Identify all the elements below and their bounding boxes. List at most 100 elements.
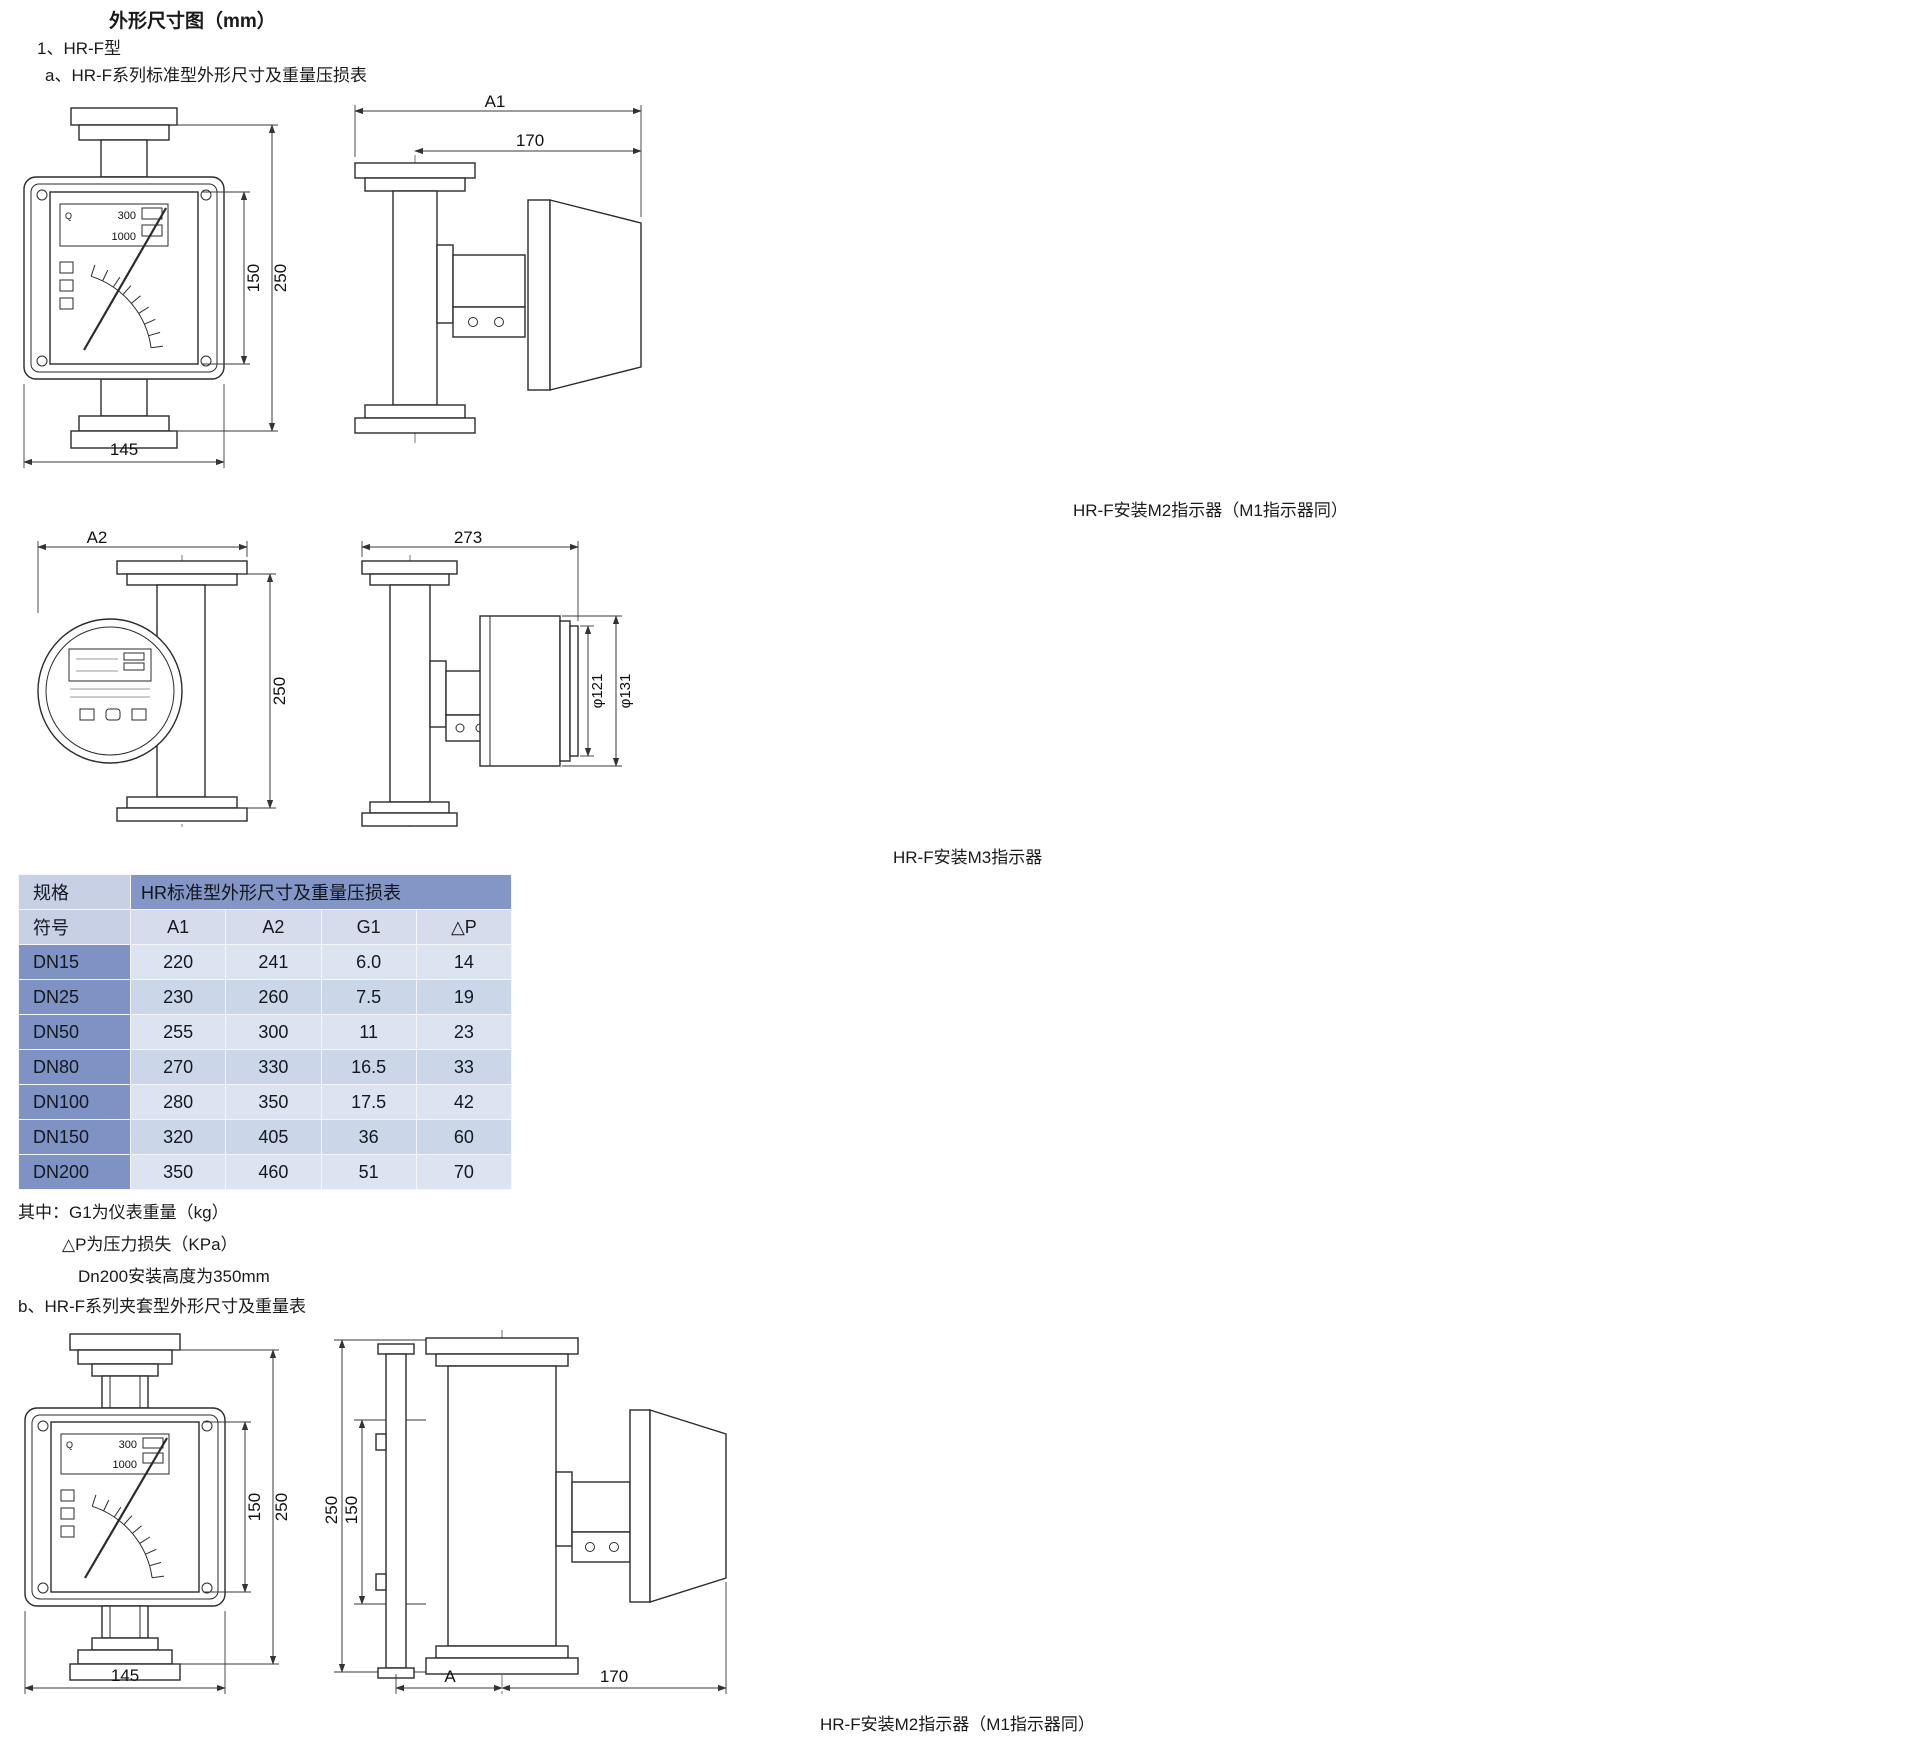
table-col-dp: △P [415, 909, 513, 945]
table-cell: 255 [129, 1014, 227, 1050]
dimension-lines: 273 φ121 φ131 [361, 531, 634, 767]
table-col-a2: A2 [225, 909, 322, 945]
table-cell-spec: DN50 [18, 1014, 131, 1050]
flowmeter-body-outline [23, 107, 225, 449]
dim-label-250: 250 [272, 1493, 291, 1521]
table-cell-spec: DN100 [18, 1084, 131, 1120]
table-cell: 330 [225, 1049, 322, 1085]
section-heading-1b: b、HR-F系列夹套型外形尺寸及重量表 [18, 1297, 307, 1316]
table-cell-spec: DN15 [18, 944, 131, 980]
drawing-front-view-m3: A2 250 [22, 531, 291, 858]
table-cell-spec: DN80 [18, 1049, 131, 1085]
dim-label-145: 145 [111, 1666, 139, 1685]
table-cell: 14 [415, 944, 513, 980]
table-cell: 270 [129, 1049, 227, 1085]
table-cell: 19 [415, 979, 513, 1015]
dimension-table: 规格 HR标准型外形尺寸及重量压损表 符号 A1 A2 G1 △P DN15 2… [18, 874, 513, 1190]
scale-ticks [90, 264, 164, 349]
round-indicator-head [37, 618, 183, 764]
drawing-side-view-m2: A1 170 [345, 95, 649, 480]
table-cell: 320 [129, 1119, 227, 1155]
dimension-lines-left: 250 150 [322, 1339, 426, 1673]
dim-label-a1: A1 [485, 95, 506, 111]
flowmeter-display: Q 300 1000 [60, 1433, 170, 1579]
table-cell: 23 [415, 1014, 513, 1050]
table-col-a1: A1 [129, 909, 227, 945]
table-header-title: HR标准型外形尺寸及重量压损表 [130, 874, 512, 910]
jacket-cylinder [425, 1330, 579, 1694]
table-cell: 33 [415, 1049, 513, 1085]
table-cell: 405 [225, 1119, 322, 1155]
lcd-q-label: Q [65, 211, 72, 221]
pointer-needle [84, 1437, 168, 1579]
indicator-bracket [555, 1471, 631, 1563]
section-heading-1: 1、HR-F型 [37, 39, 122, 58]
table-cell-spec: DN150 [18, 1119, 131, 1155]
flowmeter-display: Q 300 1000 [59, 203, 169, 351]
section-heading-1a: a、HR-F系列标准型外形尺寸及重量压损表 [45, 66, 368, 85]
dimension-lines: 145 150 250 [24, 1349, 291, 1694]
table-cell: 16.5 [320, 1049, 417, 1085]
table-cell: 460 [225, 1154, 322, 1190]
scale-ticks [91, 1494, 165, 1579]
table-cell: 241 [225, 944, 322, 980]
drawing-front-view-standard: Q 300 1000 [14, 92, 292, 483]
dim-label-150: 150 [245, 1493, 264, 1521]
note-g1-weight: 其中：G1为仪表重量（kg） [18, 1203, 229, 1222]
table-cell: 17.5 [320, 1084, 417, 1120]
table-row: DN200 350 460 51 70 [18, 1154, 513, 1190]
flowmeter-body-outline [24, 1333, 226, 1681]
dim-label-170: 170 [516, 131, 544, 150]
indicator-bracket [436, 244, 526, 338]
indicator-head [527, 199, 642, 391]
table-header-symbol: 符号 [18, 909, 131, 945]
table-cell: 51 [320, 1154, 417, 1190]
table-row: DN100 280 350 17.5 42 [18, 1084, 513, 1120]
table-cell: 350 [225, 1084, 322, 1120]
dim-label-a2: A2 [87, 531, 108, 547]
dimension-lines: 145 150 250 [23, 124, 290, 468]
table-cell: 260 [225, 979, 322, 1015]
table-cell: 36 [320, 1119, 417, 1155]
dim-label-phi121: φ121 [589, 674, 606, 709]
dim-label-145: 145 [110, 440, 138, 459]
drawing-side-view-jacket: 250 150 [322, 1322, 740, 1700]
table-cell: 60 [415, 1119, 513, 1155]
table-cell: 280 [129, 1084, 227, 1120]
dimension-lines: A2 250 [37, 531, 289, 809]
page-title: 外形尺寸图（mm） [109, 11, 276, 32]
pointer-needle [83, 207, 167, 351]
table-row: DN15 220 241 6.0 14 [18, 944, 513, 980]
table-cell: 42 [415, 1084, 513, 1120]
dim-label-250: 250 [270, 677, 289, 705]
table-header-spec: 规格 [18, 874, 131, 910]
pipe-outline [354, 155, 476, 443]
lcd-q-label: Q [66, 1440, 73, 1450]
table-cell: 70 [415, 1154, 513, 1190]
dimension-lines: A1 170 [354, 95, 642, 217]
dim-label-170: 170 [600, 1667, 628, 1686]
table-row: DN50 255 300 11 23 [18, 1014, 513, 1050]
note-dn200-height: Dn200安装高度为350mm [78, 1267, 270, 1286]
table-cell: 350 [129, 1154, 227, 1190]
note-pressure-loss: △P为压力损失（KPa） [62, 1235, 238, 1254]
dim-label-150: 150 [244, 264, 263, 292]
dim-label-150: 150 [342, 1496, 361, 1524]
lcd-value-bottom: 1000 [113, 1459, 137, 1471]
pipe-outline [361, 555, 458, 831]
drawing-front-view-jacket: Q 300 1000 [15, 1322, 310, 1700]
cylindrical-indicator-head [479, 615, 579, 767]
dimension-lines-bottom: A 170 [395, 1582, 727, 1694]
dim-label-273: 273 [454, 531, 482, 547]
indicator-head [629, 1409, 727, 1603]
table-cell: 7.5 [320, 979, 417, 1015]
caption-m2-indicator-top: HR-F安装M2指示器（M1指示器同） [1073, 501, 1348, 520]
lcd-value-bottom: 1000 [112, 231, 136, 243]
dim-label-250: 250 [322, 1496, 341, 1524]
table-row: DN80 270 330 16.5 33 [18, 1049, 513, 1085]
table-cell: 220 [129, 944, 227, 980]
table-cell: 300 [225, 1014, 322, 1050]
drawing-side-view-m3: 273 φ121 φ131 [340, 531, 640, 858]
table-cell-spec: DN200 [18, 1154, 131, 1190]
